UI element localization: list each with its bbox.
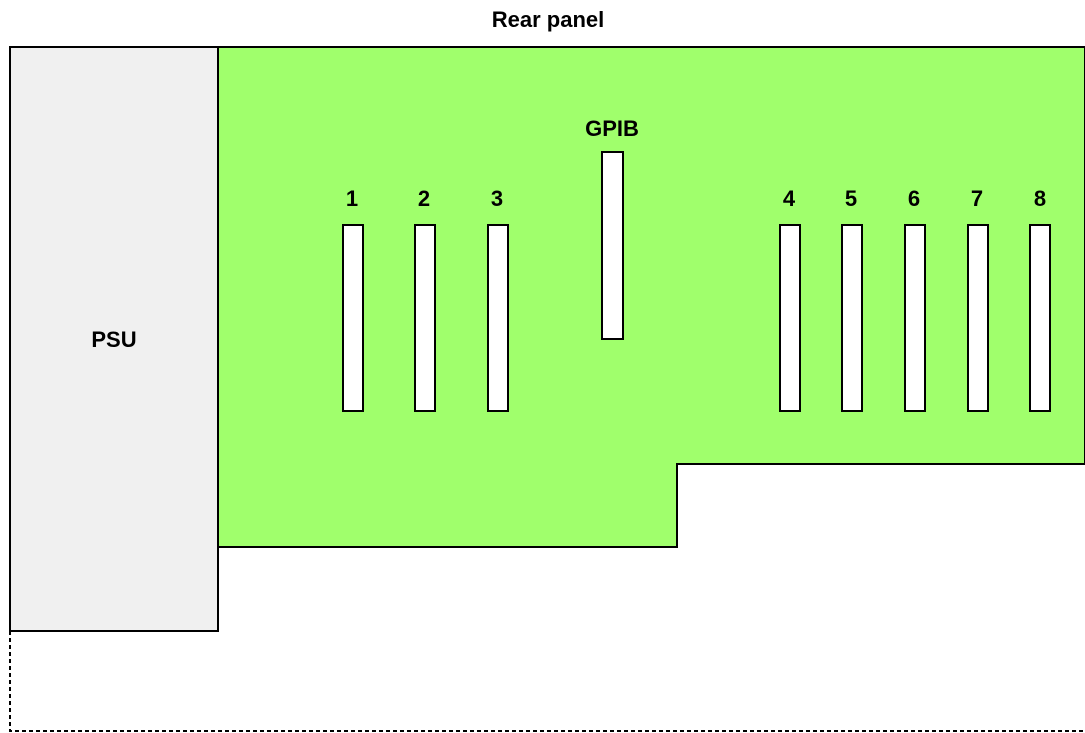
psu-label: PSU (91, 327, 136, 352)
slot-connector (841, 224, 863, 412)
slot-label: 1 (346, 186, 358, 211)
expansion-slots: 1 2 3 4 5 6 7 8 (342, 186, 1051, 412)
gpib-connector (601, 151, 624, 340)
slot-connector (967, 224, 989, 412)
gpib-label: GPIB (585, 116, 639, 141)
slot-label: 7 (971, 186, 983, 211)
slot-connector (904, 224, 926, 412)
slot-connector (487, 224, 509, 412)
slot-connector (779, 224, 801, 412)
slot-label: 2 (418, 186, 430, 211)
slot-label: 6 (908, 186, 920, 211)
slot-label: 5 (845, 186, 857, 211)
slot-label: 3 (491, 186, 503, 211)
chassis-outline (9, 631, 1085, 732)
slot-connector (342, 224, 364, 412)
psu-block (9, 46, 219, 632)
slot-connector (1029, 224, 1051, 412)
diagram-title: Rear panel (492, 7, 605, 32)
slot-label: 8 (1034, 186, 1046, 211)
slot-label: 4 (783, 186, 796, 211)
slot-connector (414, 224, 436, 412)
